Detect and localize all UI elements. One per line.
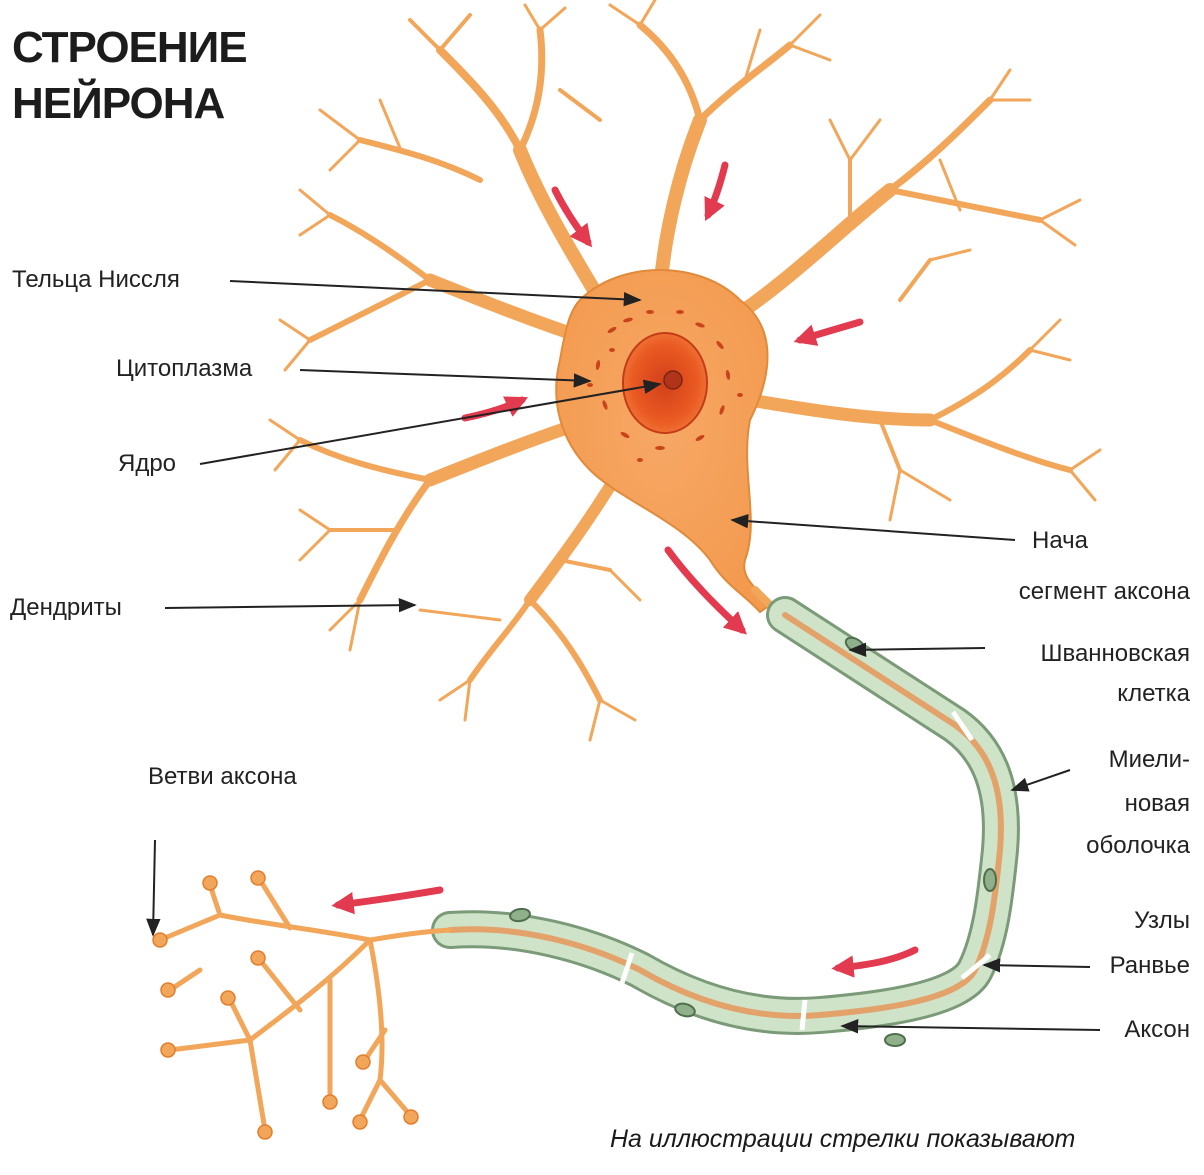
label-schwann-cell-line-2: клетка	[1117, 680, 1190, 708]
title-line-1: СТРОЕНИЕ	[12, 20, 247, 76]
label-myelin-sheath-line-2: новая	[1125, 790, 1190, 818]
label-myelin-sheath-line-1: Миели-	[1109, 746, 1190, 774]
label-initial-segment-line-1: Нача	[1032, 527, 1088, 555]
label-schwann-cell-line-1: Шванновская	[1040, 640, 1190, 668]
label-nissl-bodies: Тельца Ниссля	[12, 266, 180, 294]
label-initial-segment-line-2: сегмент аксона	[1019, 578, 1190, 606]
label-myelin-sheath-line-3: оболочка	[1086, 832, 1190, 860]
label-ranvier-nodes-line-2: Ранвье	[1110, 952, 1190, 980]
label-axon-branches: Ветви аксона	[148, 763, 297, 791]
label-axon: Аксон	[1124, 1016, 1190, 1044]
caption-note: На иллюстрации стрелки показывают	[610, 1125, 1075, 1154]
label-ranvier-nodes-line-1: Узлы	[1134, 907, 1190, 935]
label-cytoplasm: Цитоплазма	[116, 355, 252, 383]
cell-body	[556, 270, 770, 612]
axon-branches	[160, 880, 450, 1130]
label-nucleus: Ядро	[118, 450, 176, 478]
myelinated-axon	[450, 615, 1001, 1046]
page-title: СТРОЕНИЕ НЕЙРОНА	[12, 20, 247, 132]
label-dendrites: Дендриты	[10, 594, 122, 622]
nucleolus	[664, 371, 682, 389]
title-line-2: НЕЙРОНА	[12, 76, 247, 132]
